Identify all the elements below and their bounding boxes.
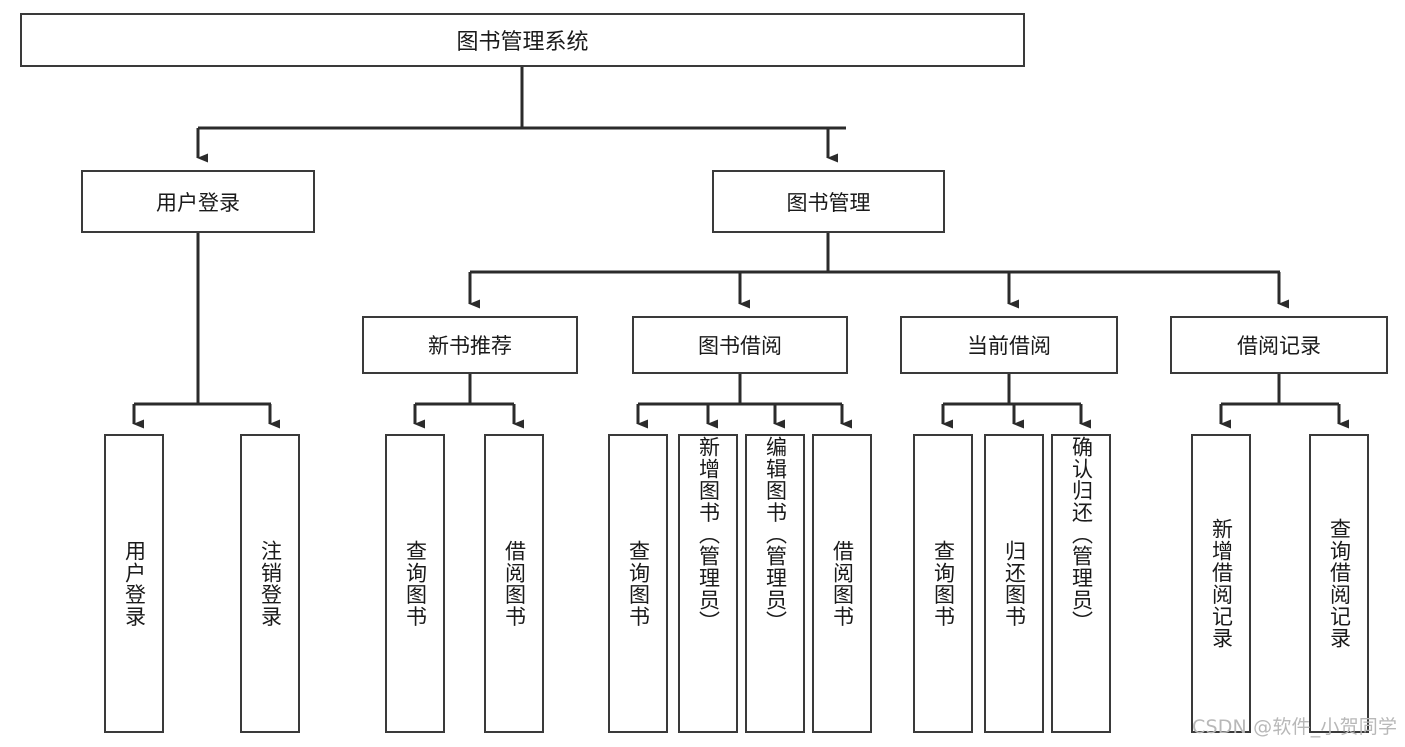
node-leaf-confirm-return[interactable]: 确认归还（管理员） bbox=[1051, 434, 1111, 733]
edge-current-borrow-to-leaves bbox=[941, 374, 1091, 429]
node-leaf-logout[interactable]: 注销登录 bbox=[240, 434, 300, 733]
node-leaf-query-book-2-label: 查询图书 bbox=[626, 539, 651, 628]
node-borrow-record-label: 借阅记录 bbox=[1237, 334, 1321, 358]
node-new-book-recommend-label: 新书推荐 bbox=[428, 334, 512, 358]
node-leaf-user-login[interactable]: 用户登录 bbox=[104, 434, 164, 733]
edge-root-to-level2 bbox=[196, 67, 846, 163]
node-leaf-add-book[interactable]: 新增图书（管理员） bbox=[678, 434, 738, 733]
node-new-book-recommend[interactable]: 新书推荐 bbox=[362, 316, 578, 374]
node-leaf-query-record-label: 查询借阅记录 bbox=[1327, 517, 1352, 650]
node-leaf-user-login-label: 用户登录 bbox=[122, 539, 147, 628]
edge-borrow-record-to-leaves bbox=[1219, 374, 1349, 429]
node-leaf-query-book-1-label: 查询图书 bbox=[403, 539, 428, 628]
node-leaf-borrow-book-1[interactable]: 借阅图书 bbox=[484, 434, 544, 733]
node-leaf-confirm-return-label: 确认归还（管理员） bbox=[1069, 436, 1094, 633]
node-root-label: 图书管理系统 bbox=[456, 30, 589, 55]
node-root[interactable]: 图书管理系统 bbox=[20, 13, 1025, 67]
edge-book-manage-to-level3 bbox=[468, 233, 1289, 309]
node-leaf-borrow-book-2[interactable]: 借阅图书 bbox=[812, 434, 872, 733]
node-leaf-add-record-label: 新增借阅记录 bbox=[1209, 517, 1234, 650]
node-leaf-add-record[interactable]: 新增借阅记录 bbox=[1191, 434, 1251, 733]
node-user-login-label: 用户登录 bbox=[156, 190, 240, 215]
node-leaf-borrow-book-1-label: 借阅图书 bbox=[502, 539, 527, 628]
edge-book-borrow-to-leaves bbox=[636, 374, 852, 429]
node-book-manage[interactable]: 图书管理 bbox=[712, 170, 945, 233]
node-book-manage-label: 图书管理 bbox=[786, 190, 871, 215]
node-leaf-return-book[interactable]: 归还图书 bbox=[984, 434, 1044, 733]
edge-user-login-to-leaves bbox=[132, 233, 280, 429]
node-leaf-borrow-book-2-label: 借阅图书 bbox=[830, 539, 855, 628]
node-user-login[interactable]: 用户登录 bbox=[81, 170, 315, 233]
node-book-borrow[interactable]: 图书借阅 bbox=[632, 316, 848, 374]
node-current-borrow-label: 当前借阅 bbox=[967, 334, 1051, 358]
node-leaf-return-book-label: 归还图书 bbox=[1002, 539, 1027, 628]
node-leaf-query-book-3[interactable]: 查询图书 bbox=[913, 434, 973, 733]
edge-new-book-recommend-to-leaves bbox=[413, 374, 524, 429]
node-leaf-add-book-label: 新增图书（管理员） bbox=[696, 436, 721, 633]
node-leaf-edit-book-label: 编辑图书（管理员） bbox=[763, 436, 788, 633]
node-book-borrow-label: 图书借阅 bbox=[698, 334, 782, 358]
node-leaf-query-record[interactable]: 查询借阅记录 bbox=[1309, 434, 1369, 733]
node-current-borrow[interactable]: 当前借阅 bbox=[900, 316, 1118, 374]
node-leaf-logout-label: 注销登录 bbox=[258, 539, 283, 628]
node-leaf-query-book-2[interactable]: 查询图书 bbox=[608, 434, 668, 733]
node-leaf-query-book-3-label: 查询图书 bbox=[931, 539, 956, 628]
node-leaf-query-book-1[interactable]: 查询图书 bbox=[385, 434, 445, 733]
csdn-watermark: CSDN @软件_小贺同学 bbox=[1192, 716, 1398, 738]
node-leaf-edit-book[interactable]: 编辑图书（管理员） bbox=[745, 434, 805, 733]
node-borrow-record[interactable]: 借阅记录 bbox=[1170, 316, 1388, 374]
